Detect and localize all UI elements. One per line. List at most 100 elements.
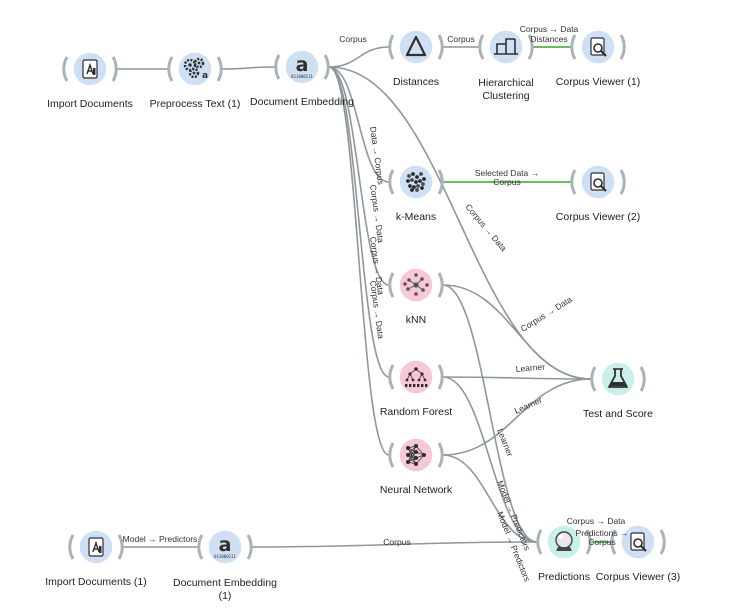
link-nn-ts[interactable] [442,378,592,456]
input-connector[interactable] [610,529,617,555]
link-embed1-nn[interactable] [328,66,390,456]
widget-cv2[interactable]: Corpus Viewer (2) [556,164,640,223]
k-means-icon [406,172,426,192]
corpus-viewer-icon [590,37,607,57]
link-rf-ts[interactable] [442,376,592,380]
widget-label: Preprocess Text (1) [150,98,241,110]
output-connector[interactable] [659,529,666,555]
input-connector[interactable] [590,366,597,392]
svg-text:a: a [296,54,309,76]
widget-label: Distances [393,76,439,88]
output-connector[interactable] [619,169,626,195]
link-label-embed2-pred: Corpus → Data [567,516,626,526]
widget-import2[interactable]: Import Documents (1) [45,529,147,588]
input-connector[interactable] [197,534,204,560]
widget-import1[interactable]: Import Documents [47,51,133,110]
widget-knn[interactable]: kNN [388,267,444,326]
input-connector[interactable] [274,54,281,80]
link-label-line2-pred-cv3: Corpus [588,537,615,547]
link-embed1-knn[interactable] [328,66,390,286]
predictions-icon [555,531,573,551]
output-connector[interactable] [437,442,444,468]
link-knn-ts[interactable] [442,284,592,380]
random-forest-icon [405,367,428,387]
widget-distances[interactable]: Distances [388,29,444,88]
widget-label: Test and Score [583,408,653,420]
widget-cv1[interactable]: Corpus Viewer (1) [556,29,640,88]
widget-pred[interactable]: Predictions [536,524,592,583]
input-connector[interactable] [388,272,395,298]
input-connector[interactable] [388,34,395,60]
widget-circle[interactable] [207,529,243,565]
output-connector[interactable] [111,56,118,82]
output-connector[interactable] [246,534,253,560]
widget-label: kNN [406,314,426,326]
input-connector[interactable] [478,34,485,60]
input-connector[interactable] [388,442,395,468]
output-connector[interactable] [619,34,626,60]
widget-rf[interactable]: Random Forest [380,359,452,418]
input-connector[interactable] [388,364,395,390]
link-label-hier-cv1: Selected Data → [475,168,539,178]
output-connector[interactable] [527,34,534,60]
output-connector[interactable] [216,56,223,82]
hierarchical-clustering-icon [494,38,518,55]
widget-cv3[interactable]: Corpus Viewer (3) [596,524,680,583]
link-knn-pred[interactable] [442,284,538,543]
output-connector[interactable] [437,169,444,195]
link-label-preprocess-embed1: Corpus [447,34,474,44]
widget-label: Corpus Viewer (3) [596,571,680,583]
output-connector[interactable] [437,272,444,298]
widget-label: Random Forest [380,406,452,418]
input-connector[interactable] [536,529,543,555]
input-connector[interactable] [167,56,174,82]
widget-circle[interactable] [177,51,213,87]
output-connector[interactable] [117,534,124,560]
output-connector[interactable] [437,34,444,60]
widget-label-line2: (1) [219,590,232,602]
widget-circle[interactable] [398,29,434,65]
link-preprocess-embed1[interactable] [221,66,276,70]
preprocess-text-icon: a [183,57,208,81]
link-label-line2-hier-cv1: Corpus [493,177,520,187]
link-embed1-distances[interactable] [328,46,390,68]
link-label-rf-ts: Learner [513,395,544,416]
link-rf-pred[interactable] [442,376,538,543]
link-label-pred-cv3: Predictions → [576,528,629,538]
corpus-viewer-icon [590,172,607,192]
corpus-viewer-icon [630,532,647,552]
widget-circle[interactable] [284,49,320,85]
widget-circle[interactable] [398,437,434,473]
output-connector[interactable] [585,529,592,555]
widget-kmeans[interactable]: k-Means [388,164,444,223]
widget-label: Import Documents (1) [45,576,147,588]
input-connector[interactable] [388,169,395,195]
input-connector[interactable] [570,34,577,60]
input-connector[interactable] [62,56,69,82]
widget-ts[interactable]: Test and Score [583,361,653,420]
output-connector[interactable] [639,366,646,392]
link-embed1-rf[interactable] [328,66,390,378]
link-embed1-ts[interactable] [328,66,592,380]
output-connector[interactable] [323,54,330,80]
link-embed1-kmeans[interactable] [328,66,390,183]
input-connector[interactable] [68,534,75,560]
widget-circle[interactable] [398,359,434,395]
widget-label: Neural Network [380,484,453,496]
widget-label: k-Means [396,211,436,223]
link-label-distances-hier: Distances [530,34,567,44]
svg-text:a: a [202,71,208,81]
output-connector[interactable] [437,364,444,390]
input-connector[interactable] [570,169,577,195]
widget-circle[interactable] [600,361,636,397]
widget-nn[interactable]: Neural Network [380,437,453,496]
svg-text:011000111: 011000111 [214,554,236,559]
link-embed2-pred[interactable] [251,541,538,548]
link-nn-pred[interactable] [442,454,538,543]
